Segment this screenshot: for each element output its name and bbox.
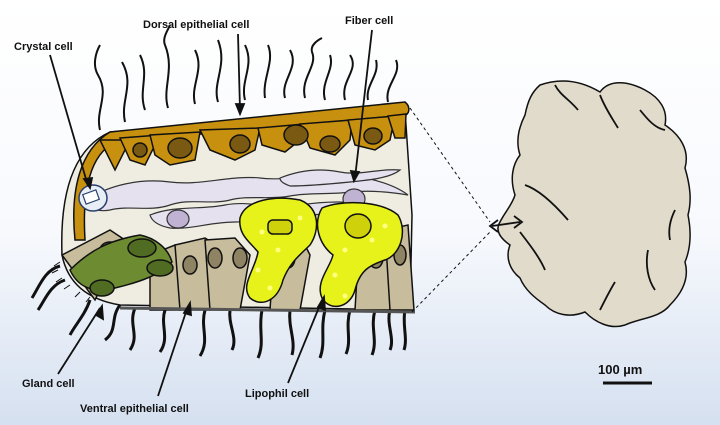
dorsal-nucleus [229, 134, 251, 154]
label-pointers [49, 29, 373, 397]
label-lipophil-cell: Lipophil cell [245, 388, 309, 400]
zoom-line-bottom [411, 231, 491, 313]
gland-nucleus [89, 279, 115, 297]
zoom-double-arrow [488, 215, 524, 233]
lipophil-nucleus [267, 219, 293, 235]
fiber-cells [84, 169, 409, 229]
gland-nucleus [127, 238, 157, 258]
gland-nucleus [146, 259, 174, 277]
label-ventral-epithelial-cell: Ventral epithelial cell [80, 403, 189, 415]
dorsal-nucleus [283, 124, 309, 146]
dorsal-cilia [93, 24, 399, 131]
dorsal-nucleus [167, 137, 193, 159]
lipophil-cells [239, 197, 404, 308]
label-fiber-cell: Fiber cell [345, 15, 393, 27]
lipophil-nucleus [344, 213, 372, 239]
fiber-nucleus [166, 209, 190, 229]
dorsal-epithelium [73, 101, 410, 241]
ventral-nucleus [182, 255, 198, 275]
gland-cell [69, 234, 174, 297]
label-crystal-cell: Crystal cell [14, 41, 73, 53]
ventral-edge [119, 306, 416, 314]
label-dorsal-epithelial-cell: Dorsal epithelial cell [143, 19, 249, 31]
whole-animal [497, 80, 691, 328]
dorsal-nucleus [132, 142, 148, 158]
ventral-nucleus [207, 247, 223, 269]
label-gland-cell: Gland cell [22, 378, 75, 390]
ventral-cilia [30, 264, 407, 359]
basal-fringe [51, 261, 91, 303]
ventral-nucleus [232, 247, 248, 269]
crystal-cell [78, 184, 108, 212]
dorsal-nucleus [319, 135, 341, 153]
scale-bar-label: 100 µm [598, 362, 642, 377]
zoom-line-top [409, 107, 491, 223]
dorsal-nucleus [363, 127, 383, 145]
